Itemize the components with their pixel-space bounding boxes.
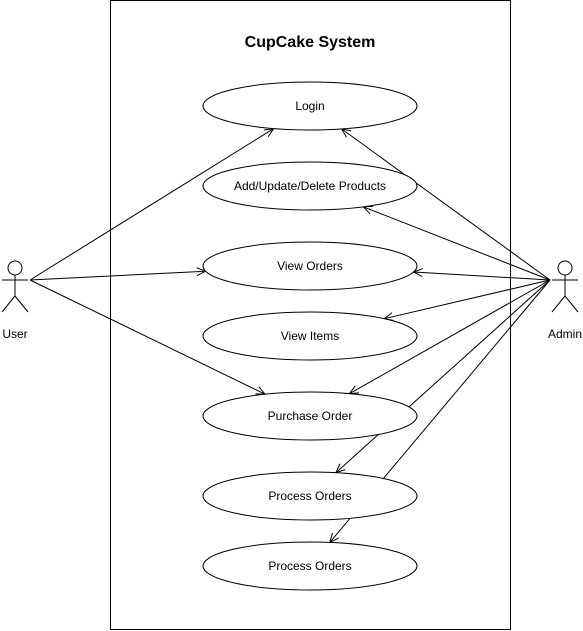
use-case-view-items[interactable]: View Items (202, 311, 418, 361)
use-case-ellipse (202, 391, 418, 441)
association-admin-view-items (384, 279, 551, 319)
use-case-ellipse (202, 311, 418, 361)
use-case-label: View Orders (277, 259, 343, 273)
use-case-purchase-order[interactable]: Purchase Order (202, 391, 418, 441)
use-case-ellipse (202, 81, 418, 131)
actor-admin[interactable]: Admin (548, 260, 582, 341)
use-case-label: View Items (281, 329, 339, 343)
association-user-view-orders (29, 271, 206, 281)
use-case-label: Process Orders (268, 559, 351, 573)
actor-user[interactable]: User (1, 260, 29, 341)
use-case-view-orders[interactable]: View Orders (202, 241, 418, 291)
associations (29, 129, 551, 543)
use-case-add-update-delete-products[interactable]: Add/Update/Delete Products (202, 161, 418, 211)
actor-user-label: User (2, 327, 27, 341)
use-case-ellipse (202, 541, 418, 591)
use-case-label: Add/Update/Delete Products (234, 179, 386, 193)
use-case-label: Login (295, 99, 324, 113)
association-admin-add-update-delete-products (363, 207, 551, 281)
use-case-process-orders-1[interactable]: Process Orders (202, 471, 418, 521)
association-admin-login (342, 129, 551, 281)
system-title: CupCake System (245, 34, 376, 51)
association-user-login (29, 129, 274, 281)
use-case-label: Process Orders (268, 489, 351, 503)
association-user-purchase-order (29, 279, 265, 394)
association-admin-process-orders-1 (336, 279, 551, 473)
association-admin-purchase-order (349, 279, 551, 394)
association-admin-view-orders (414, 272, 551, 281)
use-case-ellipse (202, 471, 418, 521)
use-case-login[interactable]: Login (202, 81, 418, 131)
actor-admin-label: Admin (548, 327, 582, 341)
use-case-ellipse (202, 241, 418, 291)
use-case-process-orders-2[interactable]: Process Orders (202, 541, 418, 591)
use-case-label: Purchase Order (268, 409, 353, 423)
use-case-ellipse (202, 161, 418, 211)
